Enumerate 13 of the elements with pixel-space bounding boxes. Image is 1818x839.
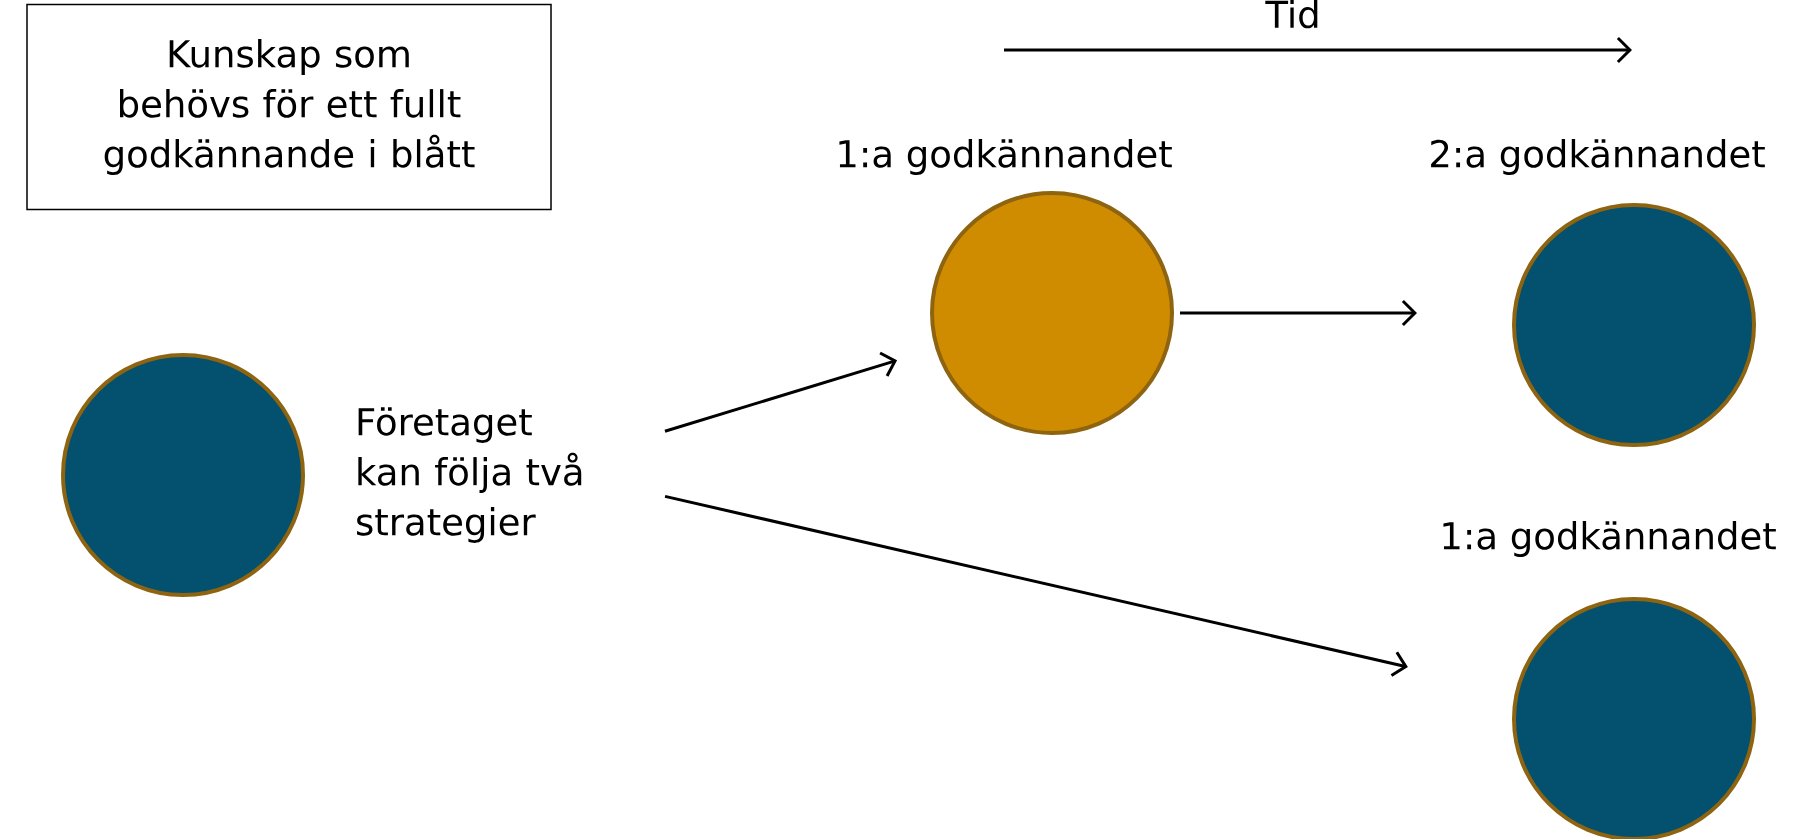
arrow (664, 351, 898, 433)
circle-caption: 1:a godkännandet (839, 139, 1172, 175)
axis-label: Tid (1265, 0, 1318, 29)
circle (1512, 203, 1756, 447)
circle (930, 191, 1174, 435)
arrow (1180, 299, 1417, 327)
circle-caption: 2:a godkännandet (1431, 139, 1765, 175)
circle (61, 353, 305, 597)
circle (1512, 597, 1756, 839)
info-box: Kunskap som behövs för ett fullt godkännande i blått (26, 3, 552, 211)
strategy-text: Företaget kan följa två strategier (357, 407, 582, 543)
arrow (664, 494, 1408, 677)
circle-caption: 1:a godkännandet (1443, 521, 1776, 557)
